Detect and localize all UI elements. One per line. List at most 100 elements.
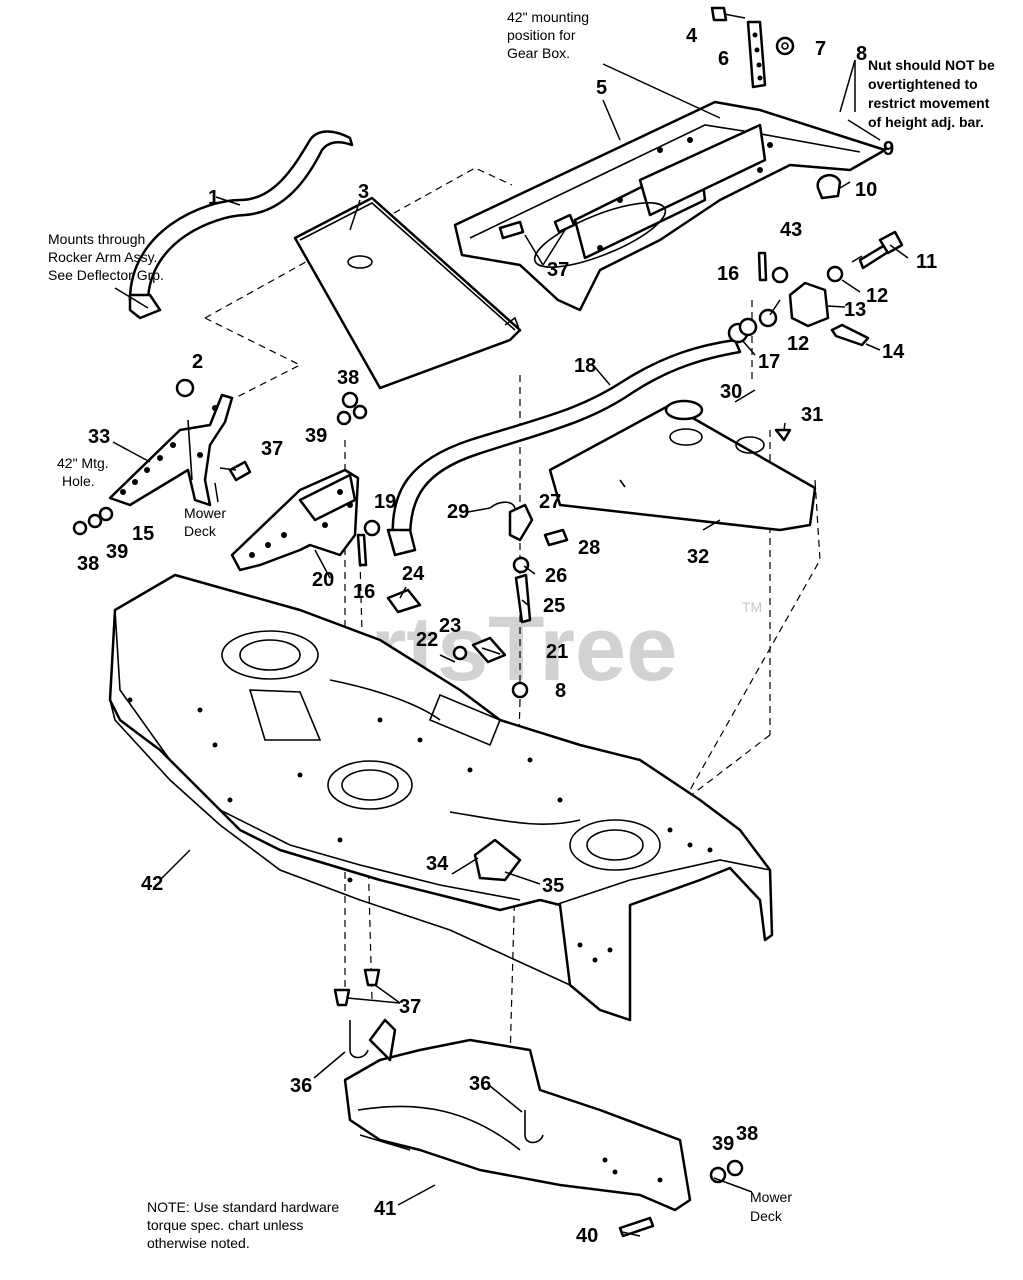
long-bolt-11 <box>851 230 904 270</box>
callout-39b: 39 <box>106 541 128 563</box>
mower-deck <box>108 573 774 1022</box>
rocker-rod <box>128 130 354 320</box>
left-bracket-20 <box>230 468 360 572</box>
left-bracket-33 <box>108 393 234 507</box>
nut-note-line1: Nut should NOT be <box>868 57 995 73</box>
callout-37c: 37 <box>399 996 421 1018</box>
nut-2 <box>175 378 195 398</box>
mtg-note-line2: Hole. <box>62 473 95 489</box>
callout-12a: 12 <box>866 285 888 307</box>
rocker-note: Mounts through Rocker Arm Assy. See Defl… <box>48 231 164 283</box>
callout-21: 21 <box>546 641 568 663</box>
callout-23: 23 <box>439 615 461 637</box>
callout-30: 30 <box>720 381 742 403</box>
deck-b-line1: Mower <box>750 1189 792 1205</box>
callout-43: 43 <box>780 219 802 241</box>
callout-24: 24 <box>402 563 425 585</box>
callout-11: 11 <box>916 251 937 273</box>
nut-38b <box>72 520 88 536</box>
callout-20: 20 <box>312 569 334 591</box>
callout-13: 13 <box>844 299 866 321</box>
gearbox-note-line2: position for <box>507 27 576 43</box>
callout-14: 14 <box>882 341 905 363</box>
callout-37a: 37 <box>261 438 283 460</box>
nut-note: Nut should NOT be overtightened to restr… <box>868 57 995 130</box>
clip-10 <box>816 173 842 200</box>
deck-a-line1: Mower <box>184 505 226 521</box>
callout-33: 33 <box>88 426 110 448</box>
torque-note-line2: torque spec. chart unless <box>147 1217 303 1233</box>
callout-38c: 38 <box>736 1123 758 1145</box>
callout-39a: 39 <box>305 425 327 447</box>
callout-19: 19 <box>374 491 396 513</box>
callout-26: 26 <box>545 565 567 587</box>
callout-25: 25 <box>543 595 565 617</box>
nut-note-line4: of height adj. bar. <box>868 114 984 130</box>
mower-deck-note-b: Mower Deck <box>750 1189 792 1224</box>
callout-1: 1 <box>208 187 219 209</box>
pin-16a <box>757 251 768 282</box>
pin-16b <box>356 533 368 567</box>
callout-39c: 39 <box>712 1133 734 1155</box>
callout-22: 22 <box>416 629 438 651</box>
callout-9: 9 <box>883 138 894 160</box>
front-shield <box>343 1018 692 1212</box>
washer-39b <box>352 404 368 420</box>
washer-12b <box>758 308 778 328</box>
nut-43 <box>771 266 789 284</box>
callout-12b: 12 <box>787 333 809 355</box>
gearbox-note-line3: Gear Box. <box>507 45 570 61</box>
callouts: 1 2 3 4 5 6 7 8 8 9 10 11 12 12 13 14 15… <box>77 25 937 1247</box>
washer-15 <box>98 506 114 522</box>
callout-35: 35 <box>542 875 564 897</box>
callout-38a: 38 <box>337 367 359 389</box>
callout-28: 28 <box>578 537 600 559</box>
small-hardware <box>386 501 569 699</box>
bolt-37d <box>333 988 351 1007</box>
nut-38a <box>341 391 359 409</box>
callout-36b: 36 <box>469 1073 491 1095</box>
callout-8b: 8 <box>555 680 566 702</box>
deck-b-line2: Deck <box>750 1208 783 1224</box>
callout-6: 6 <box>718 48 729 70</box>
gearbox-bracket <box>453 100 887 312</box>
watermark-trademark: TM <box>742 599 762 615</box>
nut-19 <box>363 519 381 537</box>
washer-12a <box>826 265 844 283</box>
torque-note: NOTE: Use standard hardware torque spec.… <box>147 1199 339 1251</box>
screw-31 <box>774 428 792 442</box>
bolt-37a <box>228 460 252 482</box>
bolt-37b <box>498 220 525 240</box>
washer-39c <box>87 513 103 529</box>
callout-18: 18 <box>574 355 596 377</box>
bolt-40 <box>618 1216 655 1238</box>
bolt-37e <box>363 968 381 987</box>
plate-32 <box>548 401 817 532</box>
callout-7: 7 <box>815 38 826 60</box>
gearbox-note-line1: 42" mounting <box>507 9 589 25</box>
callout-42: 42 <box>141 873 163 895</box>
rocker-note-line1: Mounts through <box>48 231 145 247</box>
washer-39a <box>336 410 352 426</box>
nut-note-line2: overtightened to <box>868 76 978 92</box>
callout-38b: 38 <box>77 553 99 575</box>
nut-38c <box>726 1159 744 1177</box>
callout-16b: 16 <box>353 581 375 603</box>
callout-2: 2 <box>192 351 203 373</box>
gearbox-note: 42" mounting position for Gear Box. <box>507 9 589 61</box>
callout-36a: 36 <box>290 1075 312 1097</box>
height-adjust-rod <box>386 338 742 557</box>
callout-40: 40 <box>576 1225 598 1247</box>
mower-deck-note-a: Mower Deck <box>184 505 226 539</box>
torque-note-line1: NOTE: Use standard hardware <box>147 1199 339 1215</box>
callout-34: 34 <box>426 853 449 875</box>
nut-note-line3: restrict movement <box>868 95 990 111</box>
callout-16a: 16 <box>717 263 739 285</box>
leader-lines <box>112 59 909 1237</box>
grommet-30 <box>664 399 704 421</box>
callout-17: 17 <box>758 351 780 373</box>
torque-note-line3: otherwise noted. <box>147 1235 250 1251</box>
bolt-37c <box>553 213 576 234</box>
deck-a-line2: Deck <box>184 523 217 539</box>
